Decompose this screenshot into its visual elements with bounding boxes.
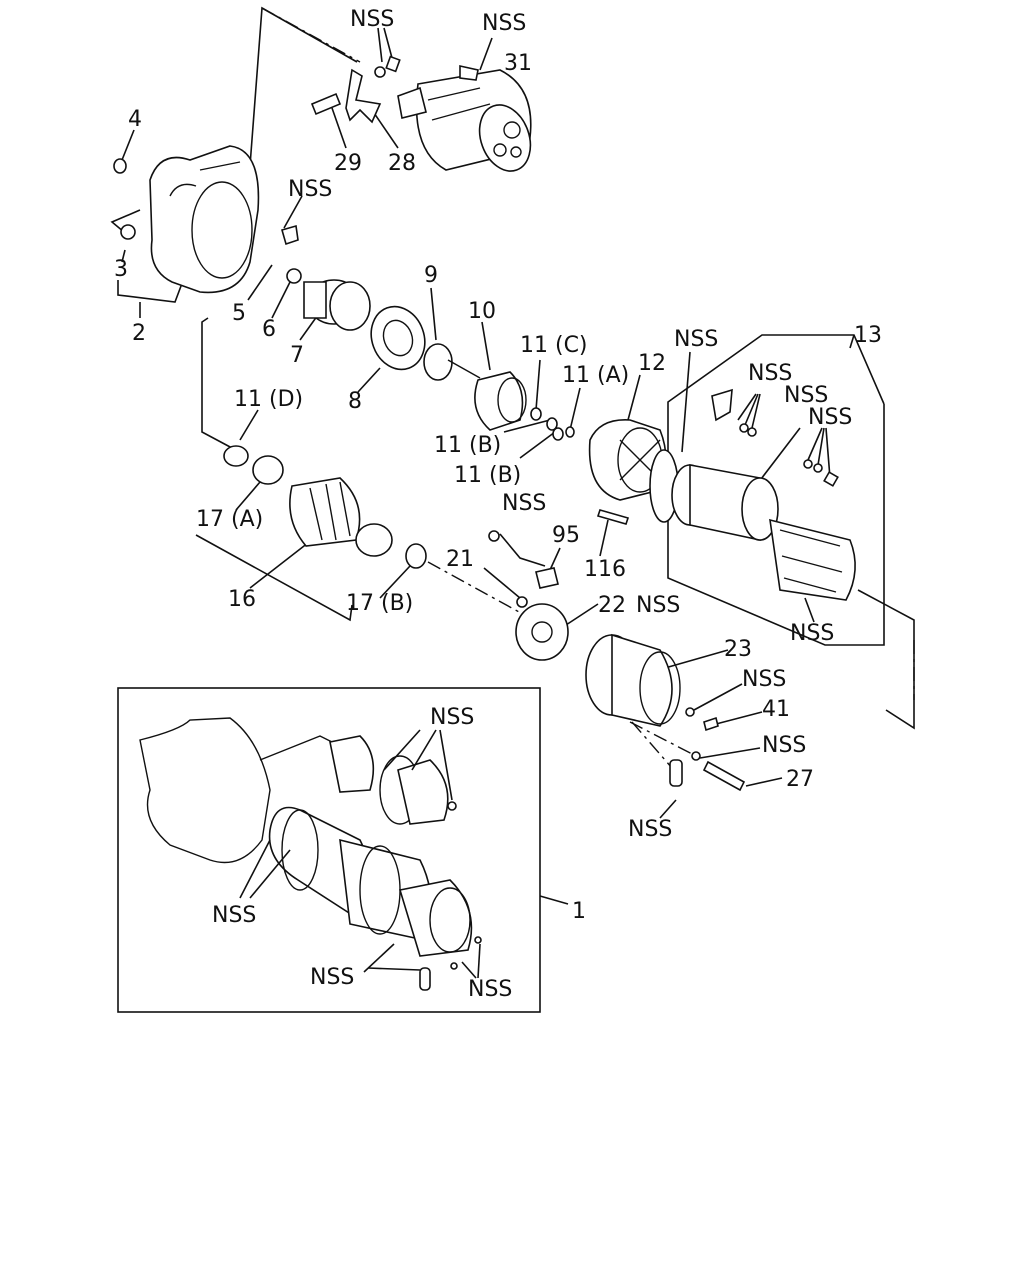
label-nss-16: NSS xyxy=(310,965,354,990)
label-5: 5 xyxy=(232,301,246,326)
leader-lines xyxy=(110,6,915,819)
label-11d: 11 (D) xyxy=(234,387,303,412)
part-labels: NSS NSS 31 4 29 28 NSS 3 9 10 5 6 2 NSS … xyxy=(114,7,882,1002)
label-11c: 11 (C) xyxy=(520,333,588,358)
label-17b: 17 (B) xyxy=(346,591,413,616)
label-nss-9: NSS xyxy=(636,593,680,618)
label-nss-12: NSS xyxy=(430,705,474,730)
label-nss-13: NSS xyxy=(762,733,806,758)
label-10: 10 xyxy=(468,299,496,324)
label-16: 16 xyxy=(228,587,256,612)
label-nss-4: NSS xyxy=(674,327,718,352)
label-17a: 17 (A) xyxy=(196,507,263,532)
center-bracket xyxy=(588,419,679,525)
label-116: 116 xyxy=(584,557,626,582)
label-29: 29 xyxy=(334,151,362,176)
label-21: 21 xyxy=(446,547,474,572)
assembly-inset xyxy=(117,687,569,1013)
label-1: 1 xyxy=(572,899,586,924)
label-nss-8: NSS xyxy=(502,491,546,516)
label-13: 13 xyxy=(854,323,882,348)
label-8: 8 xyxy=(348,389,362,414)
label-nss-14: NSS xyxy=(628,817,672,842)
label-6: 6 xyxy=(262,317,276,342)
yoke-assembly xyxy=(671,388,856,601)
label-4: 4 xyxy=(128,107,142,132)
label-27: 27 xyxy=(786,767,814,792)
label-nss-15: NSS xyxy=(212,903,256,928)
label-nss-6: NSS xyxy=(784,383,828,408)
label-11a: 11 (A) xyxy=(562,363,629,388)
label-22: 22 xyxy=(598,593,626,618)
label-nss-11: NSS xyxy=(742,667,786,692)
label-nss-3: NSS xyxy=(288,177,332,202)
label-nss-5: NSS xyxy=(748,361,792,386)
rear-cover xyxy=(488,530,746,792)
label-nss-7: NSS xyxy=(808,405,852,430)
label-31: 31 xyxy=(504,51,532,76)
label-7: 7 xyxy=(290,343,304,368)
label-12: 12 xyxy=(638,351,666,376)
label-11b-2: 11 (B) xyxy=(454,463,521,488)
armature xyxy=(223,445,427,569)
label-11b-1: 11 (B) xyxy=(434,433,501,458)
label-9: 9 xyxy=(424,263,438,288)
label-2: 2 xyxy=(132,321,146,346)
label-nss-10: NSS xyxy=(790,621,834,646)
label-nss-1: NSS xyxy=(350,7,394,32)
label-nss-2: NSS xyxy=(482,11,526,36)
pinion-and-clutch xyxy=(286,268,527,431)
solenoid-switch xyxy=(397,69,532,172)
label-3: 3 xyxy=(114,257,128,282)
small-washers xyxy=(530,407,575,441)
label-23: 23 xyxy=(724,637,752,662)
drive-housing xyxy=(113,145,299,294)
solenoid-bracket xyxy=(310,55,479,124)
label-nss-17: NSS xyxy=(468,977,512,1002)
label-41: 41 xyxy=(762,697,790,722)
label-28: 28 xyxy=(388,151,416,176)
label-95: 95 xyxy=(552,523,580,548)
